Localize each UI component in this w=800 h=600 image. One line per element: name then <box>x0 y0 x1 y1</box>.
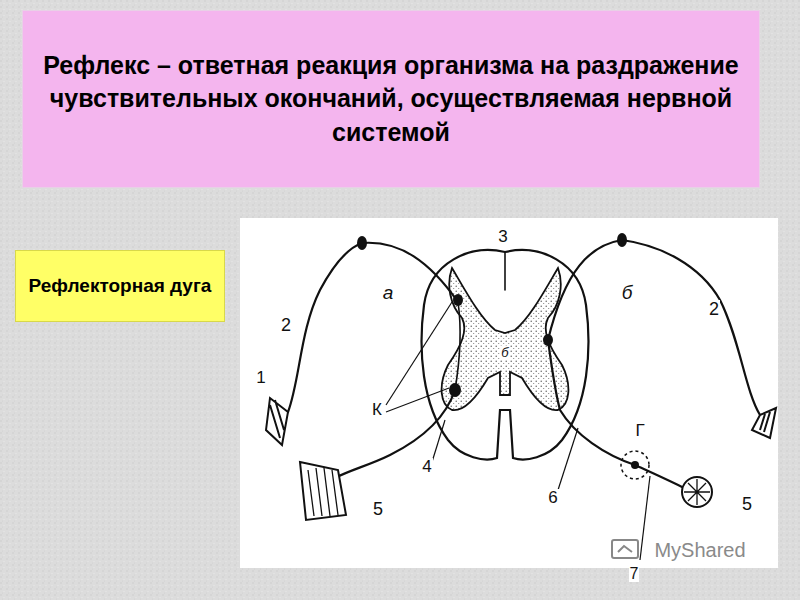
callout-number: 2 <box>708 300 720 318</box>
image-panel <box>240 218 778 568</box>
afferent-fiber-left <box>288 243 458 412</box>
muscle <box>300 462 346 520</box>
spinal-cord-outline <box>422 250 589 459</box>
side-letter: а <box>382 283 395 302</box>
receptor-left <box>266 398 288 445</box>
topic-text: Рефлекторная дуга <box>29 274 212 299</box>
leader-lines <box>386 302 650 560</box>
afferent-fiber-right <box>548 240 760 415</box>
callout-letter: К <box>371 401 383 418</box>
side-letter: б <box>621 283 634 302</box>
watermark-icon <box>612 540 638 558</box>
watermark: MyShared <box>653 540 746 560</box>
definition-text: Рефлекс – ответная реакция организма на … <box>37 49 745 150</box>
efferent-fiber-left <box>335 390 455 478</box>
autonomic-ganglion <box>621 451 649 479</box>
interneuron <box>455 302 460 390</box>
callout-letter: Г <box>634 422 645 439</box>
callout-number: 2 <box>280 316 292 334</box>
callout-number: 3 <box>497 228 508 245</box>
callout-number: 5 <box>741 495 753 513</box>
topic-box: Рефлекторная дуга <box>15 250 225 322</box>
receptor-right <box>752 408 776 438</box>
callout-number: 1 <box>255 369 266 386</box>
callout-number: 5 <box>372 500 384 518</box>
neuron-bodies <box>357 233 639 469</box>
efferent-fiber-right <box>548 340 635 465</box>
definition-box: Рефлекс – ответная реакция организма на … <box>22 10 760 188</box>
callout-number: 7 <box>629 566 640 582</box>
organ <box>682 477 712 507</box>
side-letter: б <box>500 346 509 359</box>
grey-matter <box>442 268 569 410</box>
posterior-septum <box>504 252 506 290</box>
callout-number: 4 <box>421 458 432 475</box>
callout-number: 6 <box>547 489 558 506</box>
